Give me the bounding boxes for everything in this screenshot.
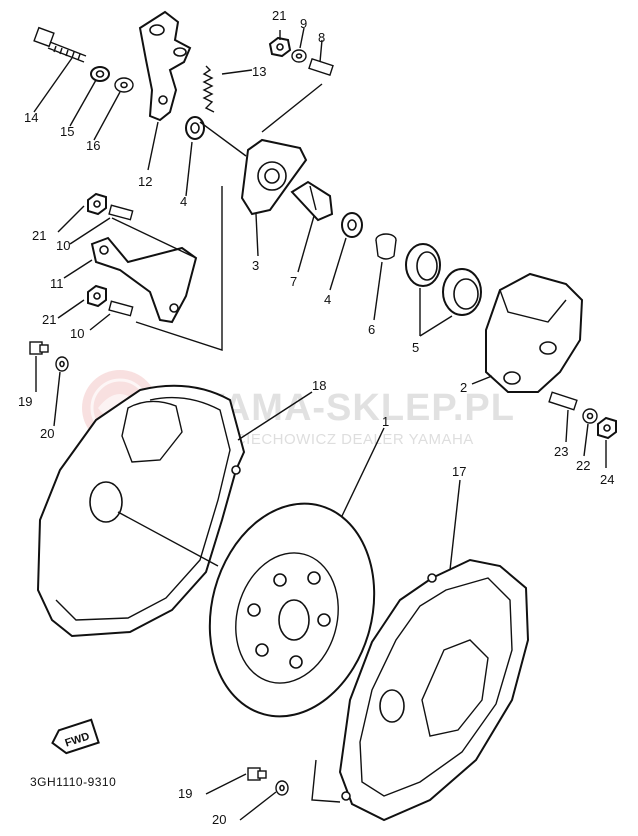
- part-label-12: 12: [138, 174, 152, 189]
- part-label-17: 17: [452, 464, 466, 479]
- part-label-19: 19: [18, 394, 32, 409]
- part-7-camshaft: [290, 180, 334, 222]
- part-label-13: 13: [252, 64, 266, 79]
- part-11-bracket: [90, 236, 198, 324]
- part-13-spring: [202, 65, 215, 113]
- part-14-bolt: [33, 26, 87, 63]
- part-16-washer: [114, 77, 134, 93]
- part-label-7: 7: [290, 274, 297, 289]
- part-label-21: 21: [272, 8, 286, 23]
- part-label-18: 18: [312, 378, 326, 393]
- part-6-pin: [375, 233, 397, 260]
- part-20-washer-upper: [55, 356, 69, 372]
- part-21-nut-mid: [87, 192, 107, 216]
- part-labels: 21 9 8 13 14 15 16 12 4 3 7 4 21 10 11 2…: [18, 8, 614, 827]
- fwd-arrow-icon: FWD: [51, 718, 100, 755]
- part-label-10b: 10: [70, 326, 84, 341]
- part-24-nut: [597, 416, 617, 440]
- part-label-10: 10: [56, 238, 70, 253]
- part-label-9: 9: [300, 16, 307, 31]
- part-19-bolt-lower: [247, 767, 267, 781]
- leader-lines: [33, 27, 607, 821]
- part-label-11: 11: [50, 276, 64, 291]
- part-label-3: 3: [252, 258, 259, 273]
- part-19-bolt-upper: [29, 341, 49, 355]
- part-label-16: 16: [86, 138, 100, 153]
- part-17-backing-plate: [338, 558, 530, 822]
- part-label-2: 2: [460, 380, 467, 395]
- part-22-washer: [582, 408, 598, 424]
- part-18-cover: [36, 384, 246, 638]
- part-label-4: 4: [180, 194, 187, 209]
- part-10-stud-upper: [108, 204, 134, 221]
- part-label-14: 14: [24, 110, 38, 125]
- part-20-washer-lower: [275, 780, 289, 796]
- part-label-1: 1: [382, 414, 389, 429]
- part-1-brake-disc: [208, 502, 376, 718]
- part-23-bolt: [548, 391, 578, 411]
- part-label-24: 24: [600, 472, 614, 487]
- part-3-housing: [240, 138, 308, 216]
- part-21-nut-top: [268, 36, 292, 58]
- watermark-title: YAMA-SKLEP.PL: [200, 387, 515, 429]
- part-4-seal-upper: [185, 116, 205, 140]
- part-label-19b: 19: [178, 786, 192, 801]
- part-label-22: 22: [576, 458, 590, 473]
- part-9-washer: [291, 49, 307, 63]
- part-4-seal-lower: [341, 212, 363, 238]
- part-label-23: 23: [554, 444, 568, 459]
- drawing-code: 3GH1110-9310: [30, 775, 116, 789]
- part-5-seal-b: [442, 268, 482, 316]
- part-label-5: 5: [412, 340, 419, 355]
- part-label-20: 20: [40, 426, 54, 441]
- part-label-4b: 4: [324, 292, 331, 307]
- part-label-6: 6: [368, 322, 375, 337]
- part-label-21c: 21: [42, 312, 56, 327]
- part-2-caliper: [485, 272, 584, 393]
- part-5-seal-a: [405, 243, 441, 287]
- part-10-stud-lower: [108, 300, 134, 317]
- part-label-21b: 21: [32, 228, 46, 243]
- part-21-nut-lower: [87, 284, 107, 308]
- part-12-lever-arm: [138, 10, 192, 122]
- part-label-20b: 20: [212, 812, 226, 827]
- part-8-stud: [308, 57, 334, 77]
- watermark-subtitle: WOJCIECHOWICZ DEALER YAMAHA: [200, 431, 474, 448]
- part-15-nut: [90, 66, 110, 82]
- part-label-15: 15: [60, 124, 74, 139]
- part-label-8: 8: [318, 30, 325, 45]
